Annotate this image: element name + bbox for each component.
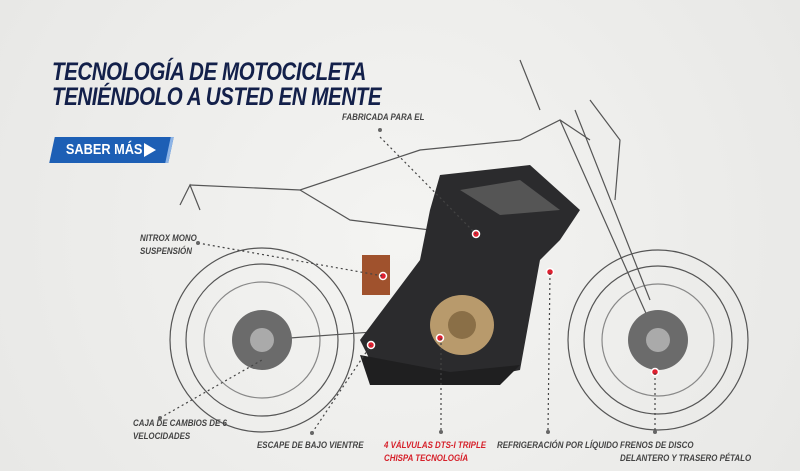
label-nitrox-suspension: NITROX MONO SUSPENSIÓN [140,232,197,258]
label-frenos: FRENOS DE DISCO DELANTERO Y TRASERO PÉTA… [620,439,751,465]
label-escape: ESCAPE DE BAJO VIENTRE [257,440,364,450]
saber-mas-button[interactable]: SABER MÁS [49,137,174,163]
front-wheel [567,249,749,431]
label-frenos-line-1: FRENOS DE DISCO [620,440,694,450]
rear-wheel [169,247,355,433]
headline: TECNOLOGÍA DE MOTOCICLETA TENIÉNDOLO A U… [52,58,382,111]
label-nitrox-line-1: NITROX MONO [140,233,197,243]
headline-line-1: TECNOLOGÍA DE MOTOCICLETA [52,58,366,86]
label-frenos-line-2: DELANTERO Y TRASERO PÉTALO [620,453,752,463]
label-caja-line-1: CAJA DE CAMBIOS DE 6 [133,418,227,428]
label-nitrox-line-2: SUSPENSIÓN [140,246,192,256]
label-valvulas-line-1: 4 VÁLVULAS DTS-I TRIPLE [384,440,487,450]
exhaust [360,355,520,385]
fuel-tank-fairing [360,165,580,380]
play-arrow-icon [144,143,156,157]
headline-line-2: TENIÉNDOLO A USTED EN MENTE [52,83,382,111]
label-valvulas: 4 VÁLVULAS DTS-I TRIPLE CHISPA TECNOLOGÍ… [384,439,486,465]
label-fabricada: FABRICADA PARA EL [342,112,425,122]
label-caja-line-2: VELOCIDADES [133,431,191,441]
label-caja-cambios: CAJA DE CAMBIOS DE 6 VELOCIDADES [133,417,227,443]
label-refrigeracion: REFRIGERACIÓN POR LÍQUIDO [497,440,619,450]
label-valvulas-line-2: CHISPA TECNOLOGÍA [384,453,469,463]
saber-mas-label: SABER MÁS [65,141,143,158]
